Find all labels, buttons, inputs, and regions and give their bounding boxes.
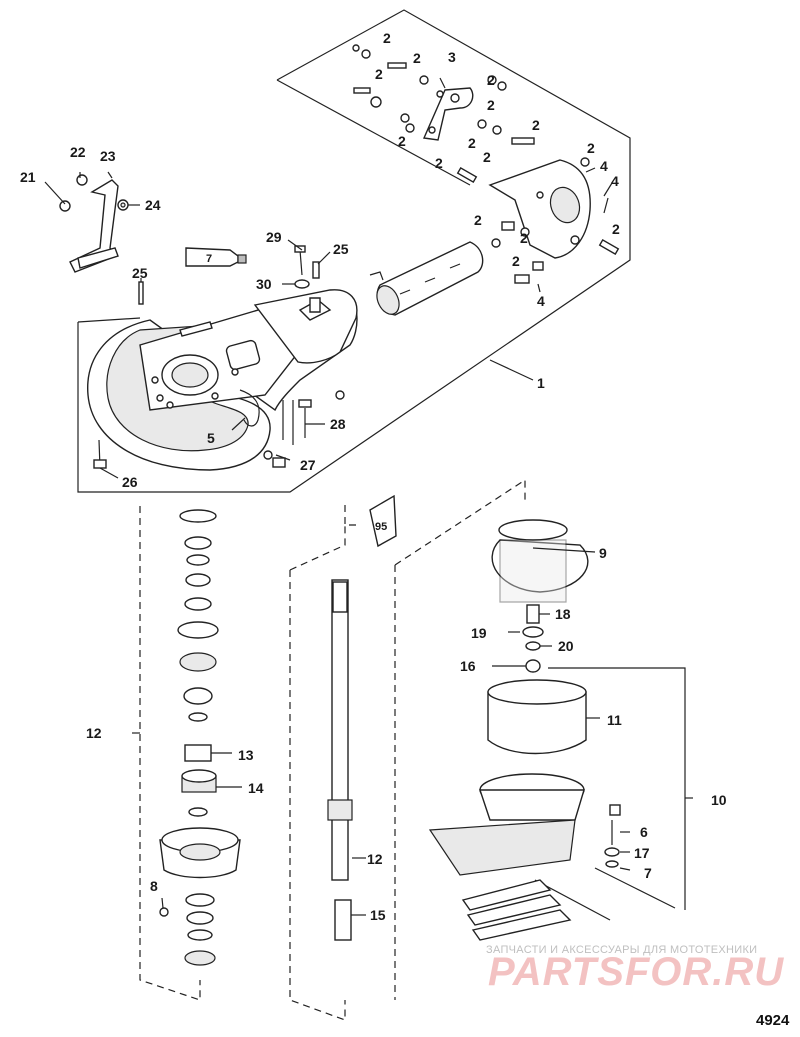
callout-2: 2 [468, 135, 476, 151]
callout-28: 28 [330, 416, 346, 432]
callout-15: 15 [370, 907, 386, 923]
callout-2: 2 [487, 97, 495, 113]
callout-22: 22 [70, 144, 86, 160]
callout-2: 2 [587, 140, 595, 156]
callout-2: 2 [612, 221, 620, 237]
leader-lines [44, 77, 631, 916]
callout-21: 21 [20, 169, 36, 185]
callout-26: 26 [122, 474, 138, 490]
callout-24: 24 [145, 197, 161, 213]
sealant-tube-7: 7 [185, 247, 247, 267]
callout-13: 13 [238, 747, 254, 763]
callout-2: 2 [474, 212, 482, 228]
watermark-tagline: ЗАПЧАСТИ И АКСЕССУАРЫ ДЛЯ МОТОТЕХНИКИ [486, 944, 758, 956]
callout-2: 2 [398, 133, 406, 149]
callout-27: 27 [300, 457, 316, 473]
callout-2: 2 [435, 155, 443, 171]
callout-3: 3 [448, 49, 456, 65]
tube-7-label: 7 [206, 253, 212, 265]
callout-20: 20 [558, 638, 574, 654]
callout-12: 12 [367, 851, 383, 867]
mounting-bracket [59, 174, 129, 273]
callout-17: 17 [634, 845, 650, 861]
callout-4: 4 [611, 173, 619, 189]
impeller-assembly [394, 478, 693, 1000]
callout-2: 2 [487, 72, 495, 88]
callout-2: 2 [532, 117, 540, 133]
nozzle-bracket [456, 159, 620, 259]
callout-7: 7 [644, 865, 652, 881]
callout-2: 2 [520, 230, 528, 246]
callout-29: 29 [266, 229, 282, 245]
callout-10: 10 [711, 792, 727, 808]
watermark-logo: PARTSFOR.RU [488, 950, 785, 994]
tube-95-label: 95 [375, 521, 387, 533]
callout-19: 19 [471, 625, 487, 641]
callout-1: 1 [537, 375, 545, 391]
steering-arm [422, 87, 474, 141]
callout-2: 2 [512, 253, 520, 269]
callout-5: 5 [207, 430, 215, 446]
callout-18: 18 [555, 606, 571, 622]
hardware-item-2 [352, 44, 609, 284]
callout-8: 8 [150, 878, 158, 894]
callout-2: 2 [483, 149, 491, 165]
callout-12: 12 [86, 725, 102, 741]
drive-shaft-column: 95 [289, 494, 397, 1021]
callout-2: 2 [375, 66, 383, 82]
upper-assembly-boundary [77, 9, 631, 493]
figure-number: 4924 [756, 1012, 790, 1029]
callout-9: 9 [599, 545, 607, 561]
callout-2: 2 [413, 50, 421, 66]
left-bearing-stack [132, 506, 241, 1001]
callout-23: 23 [100, 148, 116, 164]
callout-25: 25 [132, 265, 148, 281]
callout-11: 11 [607, 712, 622, 728]
shaft-tube [369, 241, 484, 316]
pump-housing [87, 289, 358, 471]
callout-30: 30 [256, 276, 272, 292]
callout-4: 4 [600, 158, 608, 174]
callout-6: 6 [640, 824, 648, 840]
callout-4: 4 [537, 293, 545, 309]
callout-16: 16 [460, 658, 476, 674]
callout-14: 14 [248, 780, 264, 796]
callout-labels: 1 2 2 2 2 2 2 2 2 2 2 2 2 2 2 2 3 4 4 4 … [20, 30, 727, 923]
callout-25: 25 [333, 241, 349, 257]
callout-2: 2 [383, 30, 391, 46]
